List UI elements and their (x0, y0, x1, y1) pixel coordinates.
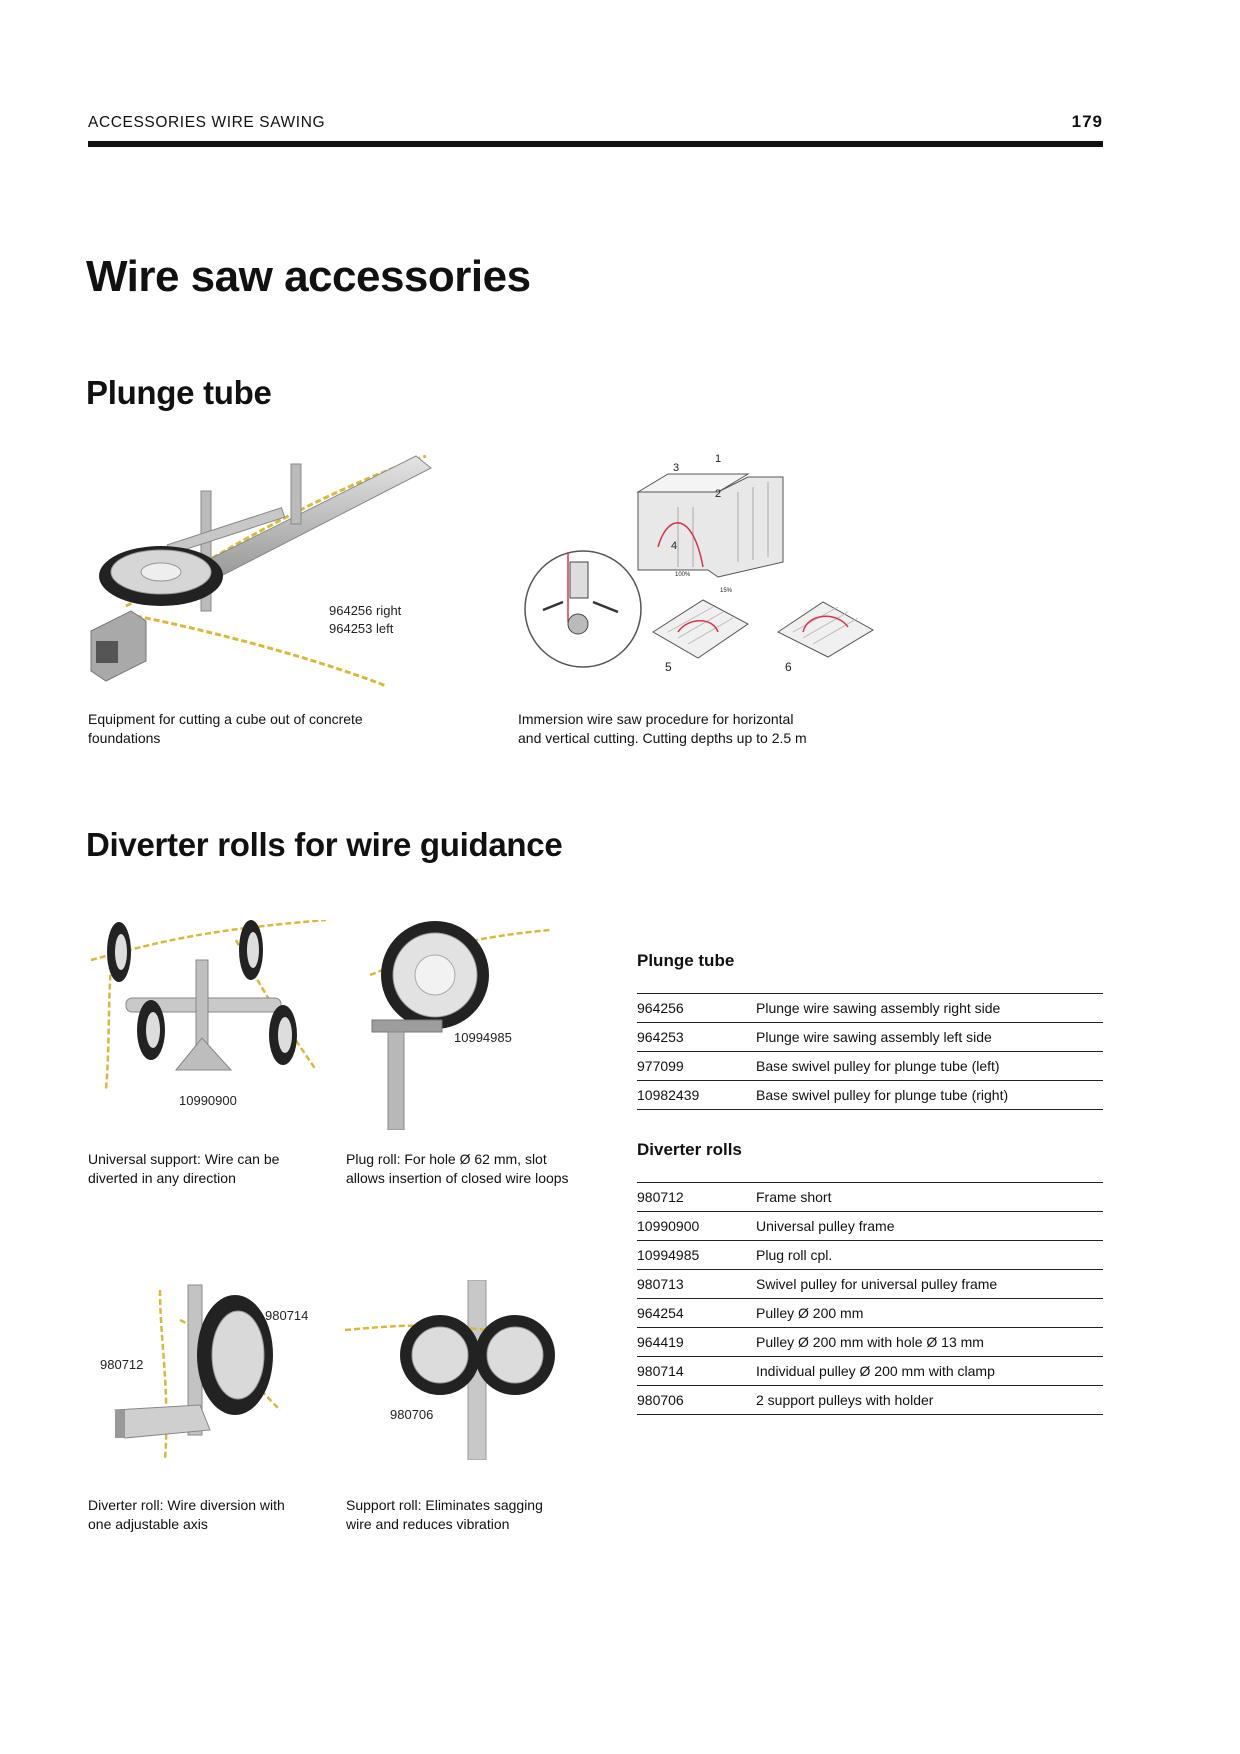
table-row: 964419 Pulley Ø 200 mm with hole Ø 13 mm (637, 1328, 1103, 1357)
plunge-tube-assembly-image (86, 446, 446, 691)
table-row: 980712 Frame short (637, 1182, 1103, 1212)
section-header-label: ACCESSORIES WIRE SAWING (88, 114, 326, 131)
plug-roll-caption: Plug roll: For hole Ø 62 mm, slot allows… (346, 1151, 569, 1186)
article-description: Frame short (756, 1189, 832, 1205)
article-number: 964253 (637, 1029, 684, 1045)
diverter-rolls-table: 980712 Frame short 10990900 Universal pull… (637, 1182, 1103, 1415)
table-row: 10990900 Universal pulley frame (637, 1212, 1103, 1241)
table-row: 964254 Pulley Ø 200 mm (637, 1299, 1103, 1328)
plunge-tube-caption: Equipment for cutting a cube out of conc… (88, 711, 363, 746)
article-number: 980706 (637, 1392, 684, 1408)
plunge-tube-table-title: Plunge tube (637, 951, 735, 970)
figure-label: 964253 left (329, 621, 394, 636)
plug-roll-image (370, 920, 550, 1130)
header-rule (88, 141, 1103, 147)
diverter-roll-image (100, 1280, 310, 1460)
figure-label: 964256 right (329, 603, 402, 618)
article-description: Pulley Ø 200 mm (756, 1305, 864, 1321)
page-number: 179 (1071, 112, 1103, 131)
universal-support-image (86, 920, 326, 1090)
article-description: Swivel pulley for universal pulley frame (756, 1276, 998, 1292)
table-row: 10982439 Base swivel pulley for plunge tu… (637, 1081, 1103, 1110)
figure-label: 10994985 (454, 1030, 512, 1045)
article-number: 10994985 (637, 1247, 700, 1263)
figure-label: 10990900 (179, 1093, 237, 1108)
article-number: 980713 (637, 1276, 684, 1292)
article-description: Individual pulley Ø 200 mm with clamp (756, 1363, 995, 1379)
diverter-rolls-heading: Diverter rolls for wire guidance (86, 826, 563, 863)
article-number: 980712 (637, 1189, 684, 1205)
article-number: 964419 (637, 1334, 684, 1350)
article-description: Pulley Ø 200 mm with hole Ø 13 mm (756, 1334, 984, 1350)
support-roll-image (345, 1280, 555, 1460)
step-label: 6 (785, 660, 792, 674)
article-description: Base swivel pulley for plunge tube (righ… (756, 1087, 1009, 1103)
plunge-tube-heading: Plunge tube (86, 374, 272, 411)
universal-support-caption: Universal support: Wire can be diverted … (88, 1151, 280, 1186)
article-description: Plunge wire sawing assembly right side (756, 1000, 1001, 1016)
article-number: 964256 (637, 1000, 684, 1016)
article-description: Base swivel pulley for plunge tube (left… (756, 1058, 1000, 1074)
figure-label: 980714 (265, 1308, 309, 1323)
step-label: 5 (665, 660, 672, 674)
diverter-rolls-table-title: Diverter rolls (637, 1140, 742, 1159)
support-roll-caption: Support roll: Eliminates sagging wire an… (346, 1497, 543, 1532)
article-number: 964254 (637, 1305, 684, 1321)
article-number: 10982439 (637, 1087, 700, 1103)
page-title: Wire saw accessories (86, 252, 531, 301)
plunge-procedure-diagram (518, 452, 888, 684)
table-row: 10994985 Plug roll cpl. (637, 1241, 1103, 1270)
article-number: 10990900 (637, 1218, 700, 1234)
article-description: 2 support pulleys with holder (756, 1392, 934, 1408)
step-label: 1 (715, 453, 722, 465)
figure-label: 980712 (100, 1357, 144, 1372)
table-row: 980713 Swivel pulley for universal pulley… (637, 1270, 1103, 1299)
figure-label: 980706 (390, 1407, 434, 1422)
step-label: 2 (715, 488, 722, 500)
dimension-label: 100% (675, 572, 691, 578)
table-row: 977099 Base swivel pulley for plunge tube… (637, 1052, 1103, 1081)
step-label: 3 (673, 462, 680, 474)
table-row: 980706 2 support pulleys with holder (637, 1386, 1103, 1415)
step-label: 4 (671, 540, 678, 552)
article-number: 980714 (637, 1363, 684, 1379)
article-description: Plunge wire sawing assembly left side (756, 1029, 992, 1045)
table-row: 964253 Plunge wire sawing assembly left s… (637, 1023, 1103, 1052)
table-row: 980714 Individual pulley Ø 200 mm with cl… (637, 1357, 1103, 1386)
plunge-tube-table: 964256 Plunge wire sawing assembly right … (637, 993, 1103, 1110)
diverter-roll-caption: Diverter roll: Wire diversion with one a… (88, 1497, 285, 1532)
table-row: 964256 Plunge wire sawing assembly right … (637, 993, 1103, 1023)
article-number: 977099 (637, 1058, 684, 1074)
dimension-label: 15% (720, 588, 733, 594)
article-description: Plug roll cpl. (756, 1247, 833, 1263)
article-description: Universal pulley frame (756, 1218, 895, 1234)
procedure-caption: Immersion wire saw procedure for horizon… (518, 711, 807, 746)
